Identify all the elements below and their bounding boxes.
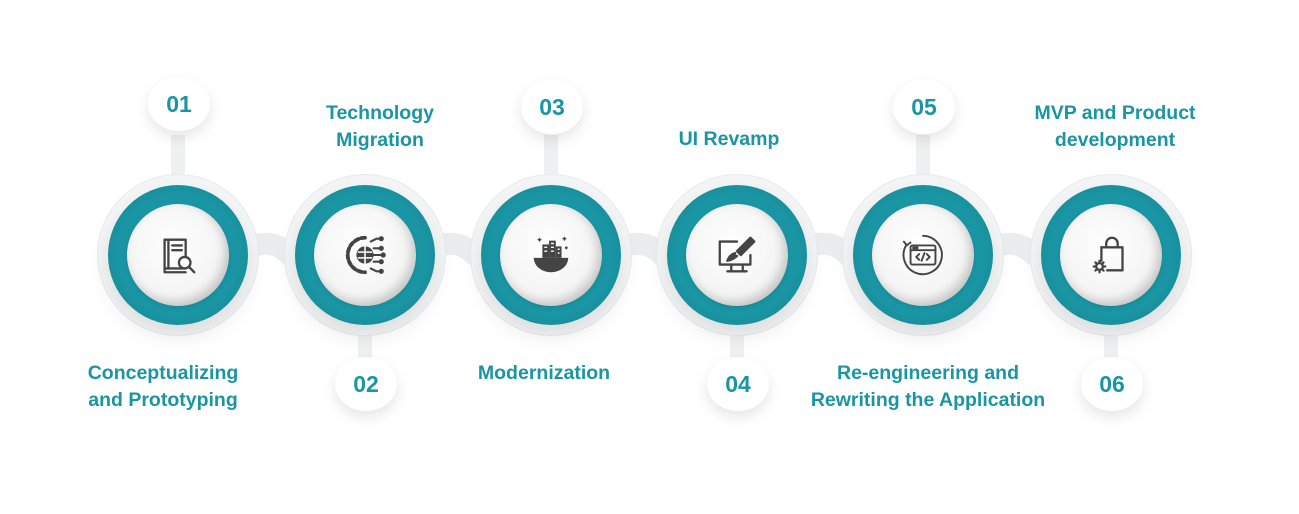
- step-number-badge: 01: [148, 77, 210, 131]
- step-ring: [853, 185, 993, 325]
- step-ring: [481, 185, 621, 325]
- step-number-badge: 04: [707, 357, 769, 411]
- step-label-line: development: [1054, 129, 1176, 151]
- step-number-badge: 02: [335, 357, 397, 411]
- monitor-brush-icon: [718, 236, 756, 273]
- step-ring: [108, 185, 248, 325]
- step-icon-circle: [500, 204, 602, 306]
- step-label: UI Revamp: [584, 126, 874, 153]
- step-icon-circle: [314, 204, 416, 306]
- step-label: Conceptualizing and Prototyping: [18, 360, 308, 414]
- step-label: Re-engineering and Rewriting the Applica…: [783, 360, 1073, 414]
- shopping-bag-gear-icon: [1092, 236, 1124, 274]
- step-number-badge: 05: [893, 80, 955, 134]
- step-icon-circle: [127, 204, 229, 306]
- step-label-line: Modernization: [477, 362, 611, 384]
- step-label-line: Migration: [336, 129, 424, 151]
- step-number-badge: 06: [1081, 357, 1143, 411]
- city-bowl-icon: [533, 236, 569, 273]
- step-ring: [295, 185, 435, 325]
- step-label-line: Rewriting the Application: [810, 389, 1046, 411]
- step-icon-circle: [1060, 204, 1162, 306]
- step-label-line: MVP and Product: [1034, 102, 1196, 124]
- step-ring: [1041, 185, 1181, 325]
- step-label: Technology Migration: [235, 100, 525, 154]
- step-label-line: Conceptualizing: [87, 362, 239, 384]
- step-label-line: Technology: [326, 102, 434, 124]
- step-ring: [667, 185, 807, 325]
- gear-globe-icon: [345, 235, 386, 275]
- step-number-badge: 03: [521, 80, 583, 134]
- step-label-line: UI Revamp: [678, 128, 780, 150]
- code-window-refresh-icon: [902, 234, 943, 276]
- step-label-line: and Prototyping: [88, 389, 238, 411]
- step-label: MVP and Product development: [970, 100, 1260, 154]
- book-search-icon: [163, 238, 196, 274]
- step-icon-circle: [686, 204, 788, 306]
- step-label: Modernization: [399, 360, 689, 387]
- step-label-line: Re-engineering and: [836, 362, 1020, 384]
- step-icon-circle: [872, 204, 974, 306]
